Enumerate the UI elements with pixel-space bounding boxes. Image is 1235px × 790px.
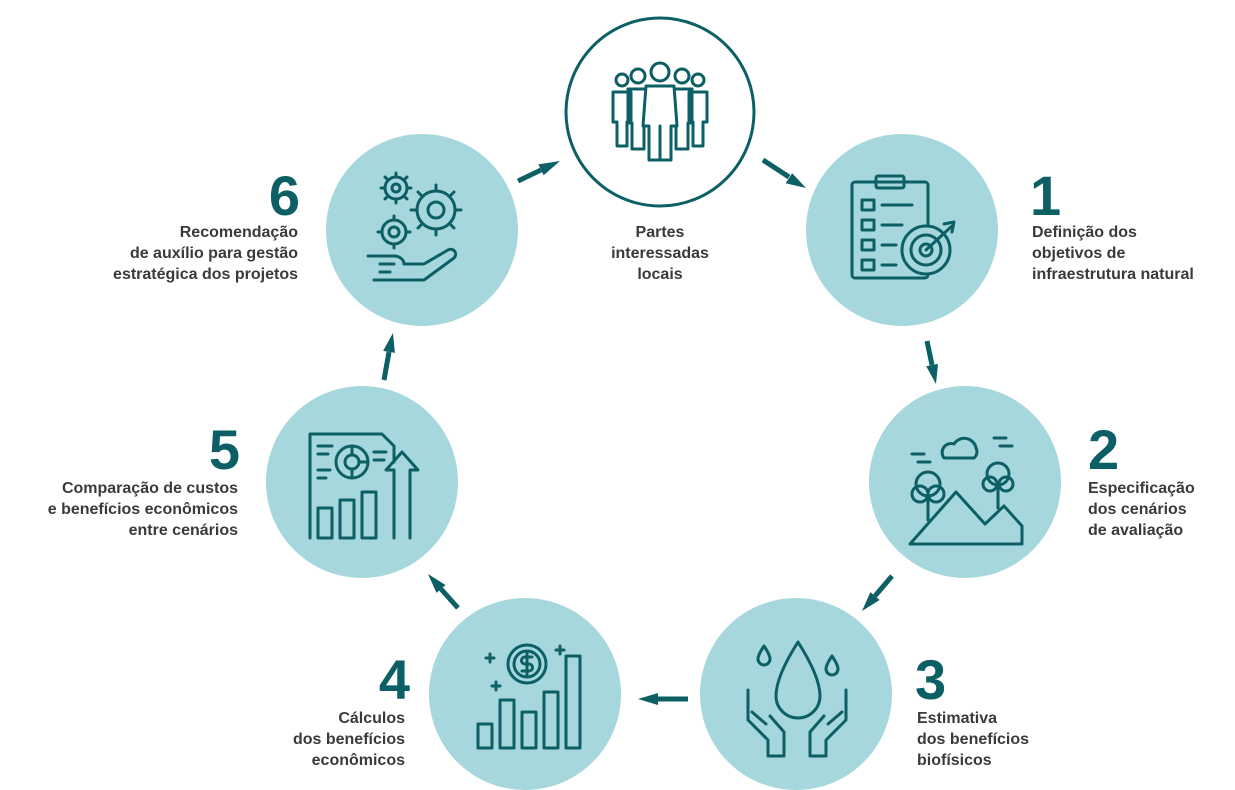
step-2-label: Especificação dos cenários de avaliação (1088, 480, 1195, 539)
water-drop-hands-icon (746, 640, 848, 758)
checklist-target-icon (850, 174, 956, 280)
arrow-5-to-6 (381, 333, 395, 381)
arrow-4-to-5 (428, 574, 460, 610)
arrow-3-to-4 (638, 693, 688, 705)
step-3-number: 3 (915, 648, 947, 711)
stakeholders-node (564, 16, 756, 208)
arrow-1-to-2 (924, 340, 938, 384)
step-4-label: Cálculos dos benefícios econômicos (292, 710, 405, 769)
money-growth-chart-icon (476, 643, 582, 750)
landscape-mountain-icon (908, 436, 1024, 546)
step-5-number: 5 (208, 418, 240, 481)
step-4-number: 4 (378, 648, 410, 711)
step-1-label: Definição dos objetivos de infraestrutur… (1032, 224, 1194, 283)
step-6-node (326, 134, 518, 326)
step-3-node (700, 598, 892, 790)
step-5-label: Comparação de custos e benefícios econôm… (47, 480, 238, 539)
arrow-2-to-3 (862, 574, 894, 611)
step-6-number: 6 (268, 164, 300, 227)
arrow-6-to-center (516, 161, 560, 184)
arrow-center-to-1 (761, 157, 806, 188)
step-6-label: Recomendação de auxílio para gestão estr… (113, 224, 298, 283)
people-group-icon (611, 61, 709, 162)
step-3-label: Estimativa dos benefícios biofísicos (917, 710, 1030, 769)
step-2-node (869, 386, 1061, 578)
step-2-number: 2 (1088, 418, 1120, 481)
step-4-node (429, 598, 621, 790)
step-5-node (266, 386, 458, 578)
gears-hand-icon (366, 171, 463, 282)
step-1-node (806, 134, 998, 326)
step-1-number: 1 (1030, 164, 1062, 227)
stakeholders-label: Partes interessadas locais (611, 224, 709, 283)
report-bar-chart-icon (308, 432, 420, 540)
